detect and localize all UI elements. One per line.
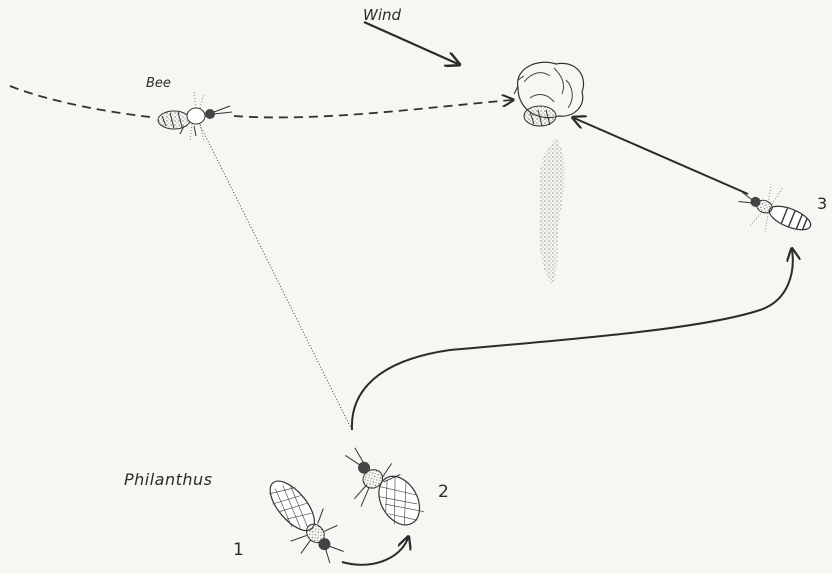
philanthus-label: Philanthus [124,470,213,489]
position-3-label: 3 [817,194,827,213]
wind-arrow [364,22,458,64]
sight-line [200,125,352,430]
position-2-label: 2 [438,482,449,502]
arrow-1-to-2 [342,538,408,565]
bee-flight-path [10,86,512,117]
attack-arrow [574,118,748,194]
position-1-label: 1 [233,540,244,560]
bee-icon [158,92,232,142]
flight-path-2-to-3 [352,250,793,430]
philanthus-position-3-icon [732,174,820,247]
flower-with-bee-icon [514,62,584,126]
wind-label: Wind [363,6,401,24]
philanthus-position-2-icon [332,433,427,542]
bee-label: Bee [146,76,171,91]
philanthus-position-1-icon [255,469,353,569]
scent-plume [539,138,564,285]
